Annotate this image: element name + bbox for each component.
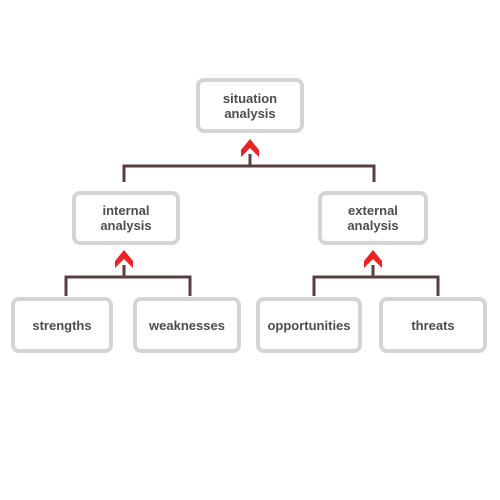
node-threats: threats bbox=[379, 297, 487, 353]
arrow-up-icon bbox=[241, 139, 259, 157]
node-internal-analysis: internal analysis bbox=[72, 191, 180, 245]
arrow-up-icon bbox=[115, 250, 133, 268]
node-label: analysis bbox=[347, 218, 399, 233]
external-connector bbox=[312, 275, 440, 296]
node-label: external bbox=[348, 203, 398, 218]
internal-connector bbox=[64, 275, 192, 296]
node-label: strengths bbox=[32, 317, 92, 333]
node-external-analysis: external analysis bbox=[318, 191, 428, 245]
node-situation-analysis: situation analysis bbox=[196, 78, 304, 133]
node-weaknesses: weaknesses bbox=[133, 297, 241, 353]
node-label: analysis bbox=[100, 218, 152, 233]
node-label: internal bbox=[102, 203, 150, 218]
arrow-up-icon bbox=[364, 250, 382, 268]
node-label: threats bbox=[411, 317, 455, 333]
root-connector bbox=[122, 164, 376, 182]
node-label: weaknesses bbox=[149, 317, 225, 333]
node-strengths: strengths bbox=[11, 297, 113, 353]
node-label: analysis bbox=[224, 105, 276, 121]
node-label: opportunities bbox=[267, 317, 351, 333]
node-label: situation bbox=[222, 90, 278, 106]
node-opportunities: opportunities bbox=[256, 297, 362, 353]
